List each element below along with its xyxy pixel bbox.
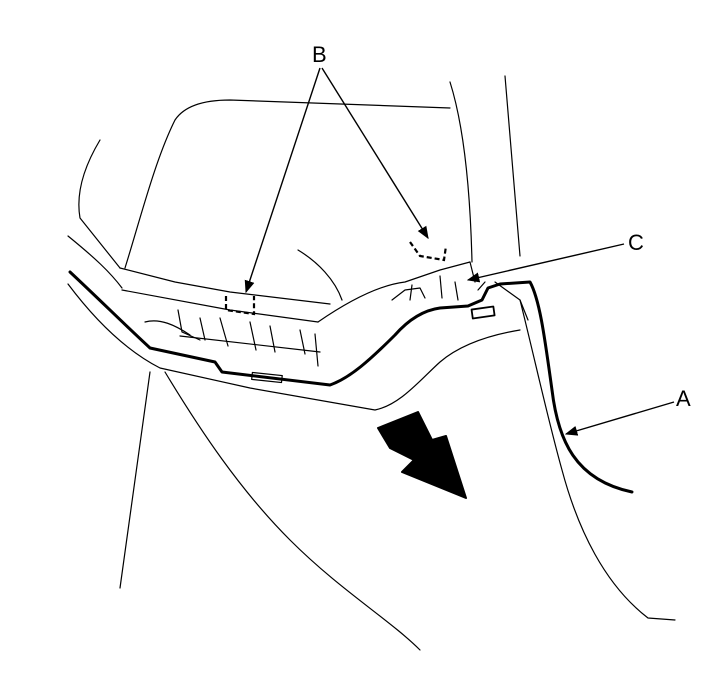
clip-b-left: [224, 296, 256, 316]
lamp-housing: [78, 75, 521, 305]
clip-b-right: [409, 241, 448, 262]
leader-b-right: [321, 67, 429, 240]
bumper-trim-piece: [68, 270, 634, 494]
callout-b: B: [312, 42, 327, 67]
leader-lines: [244, 67, 675, 436]
bumper-cover-lower: [67, 281, 676, 651]
clip-locations: [224, 241, 448, 316]
pull-direction-icon: [377, 411, 467, 499]
removal-direction-arrow: [377, 411, 467, 499]
callout-a: A: [676, 386, 691, 411]
leader-b-left: [244, 67, 321, 294]
grille-details: [177, 275, 496, 384]
callout-c: C: [628, 230, 644, 255]
leader-a: [564, 401, 675, 436]
leader-c: [466, 243, 625, 283]
